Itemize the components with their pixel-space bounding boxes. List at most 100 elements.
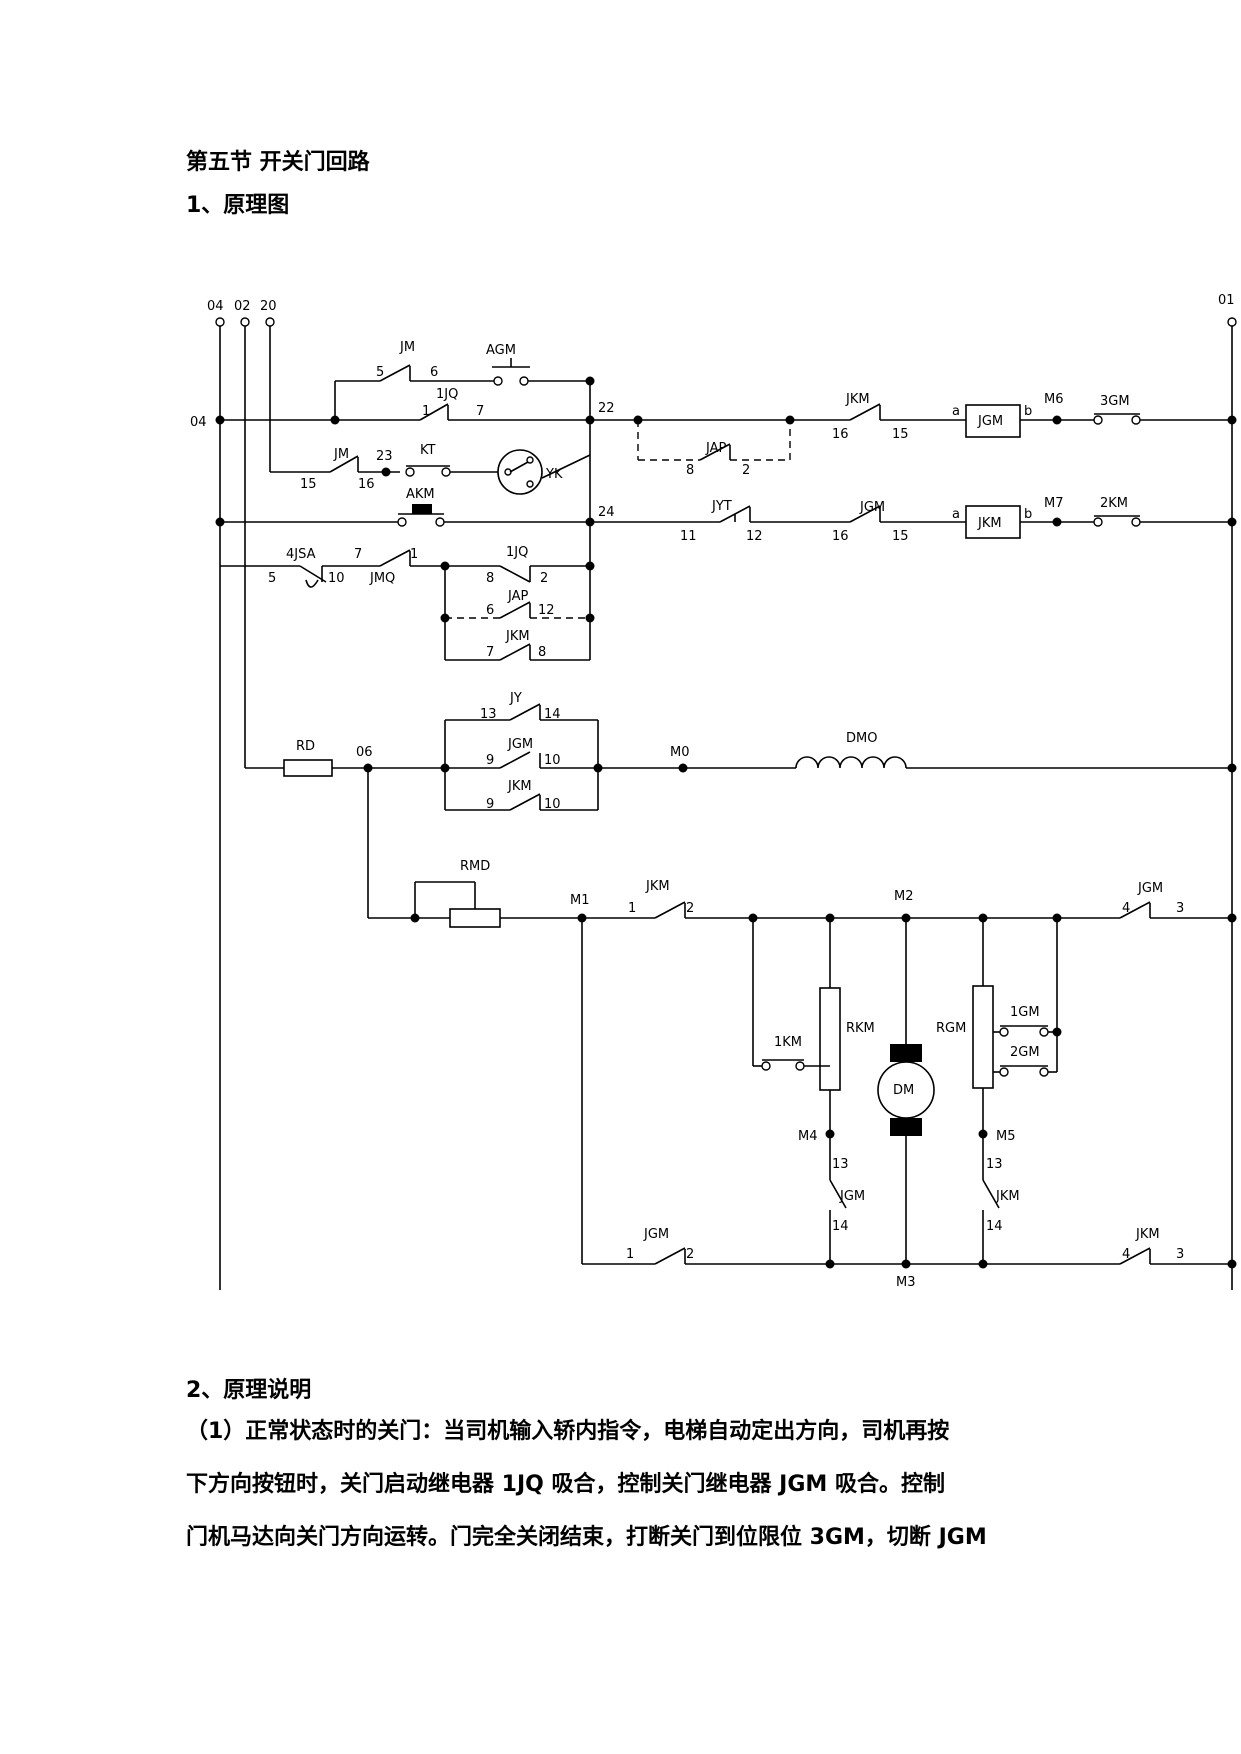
pin-label: 5 bbox=[376, 365, 384, 380]
pin-label: 12 bbox=[746, 529, 763, 544]
paragraph-line: （1）正常状态时的关门：当司机输入轿内指令，电梯自动定出方向，司机再按 bbox=[186, 1419, 950, 1444]
node-label: M5 bbox=[996, 1129, 1016, 1144]
pin-label: a bbox=[952, 507, 960, 522]
selector-switch-icon bbox=[497, 449, 543, 495]
subtitle-schematic: 1、原理图 bbox=[186, 193, 290, 218]
node-label: M3 bbox=[896, 1275, 916, 1290]
resistor-label: RKM bbox=[846, 1021, 875, 1036]
pushbutton-icon bbox=[412, 504, 432, 514]
contact-label: JMQ bbox=[369, 571, 395, 586]
pin-label: 13 bbox=[832, 1157, 849, 1172]
contact-label: 1JQ bbox=[436, 387, 458, 402]
node-label: M4 bbox=[798, 1129, 818, 1144]
resistor-label: RGM bbox=[936, 1021, 966, 1036]
pin-label: 16 bbox=[832, 427, 849, 442]
terminal-01 bbox=[1227, 317, 1237, 327]
pin-label: a bbox=[952, 404, 960, 419]
node-label: 24 bbox=[598, 505, 615, 520]
node-label: M0 bbox=[670, 745, 690, 760]
node-label: 04 bbox=[190, 415, 207, 430]
node-label: 23 bbox=[376, 449, 393, 464]
contact-label: JAP bbox=[705, 441, 726, 456]
pin-label: 15 bbox=[892, 427, 909, 442]
pin-label: 15 bbox=[892, 529, 909, 544]
pin-label: 2 bbox=[540, 571, 548, 586]
terminal-02 bbox=[240, 317, 250, 327]
terminal-label: 04 bbox=[207, 299, 224, 314]
pin-label: 2 bbox=[742, 463, 750, 478]
contact-label: KT bbox=[420, 443, 436, 458]
node-label: M2 bbox=[894, 889, 914, 904]
pin-label: 7 bbox=[476, 404, 484, 419]
contact-label: JYT bbox=[711, 499, 732, 514]
contact-label: JKM bbox=[507, 779, 532, 794]
node-label: 06 bbox=[356, 745, 373, 760]
contact-label: JM bbox=[399, 340, 415, 355]
contact-label: JGM bbox=[859, 500, 885, 515]
paragraph-line: 下方向按钮时，关门启动继电器 1JQ 吸合，控制关门继电器 JGM 吸合。控制 bbox=[186, 1472, 945, 1497]
switch-label: YK bbox=[545, 467, 563, 482]
limit-switch-label: 3GM bbox=[1100, 394, 1130, 409]
button-label: AKM bbox=[406, 487, 435, 502]
pin-label: 16 bbox=[358, 477, 375, 492]
paragraph-line: 门机马达向关门方向运转。门完全关闭结束，打断关门到位限位 3GM，切断 JGM bbox=[186, 1525, 987, 1550]
pin-label: 5 bbox=[268, 571, 276, 586]
pin-label: 10 bbox=[544, 797, 561, 812]
node-label: M7 bbox=[1044, 496, 1064, 511]
contact-label: 2KM bbox=[1100, 496, 1128, 511]
pin-label: 8 bbox=[686, 463, 694, 478]
contact-label: 4JSA bbox=[286, 547, 316, 562]
pin-label: 16 bbox=[832, 529, 849, 544]
coil-label: DMO bbox=[846, 731, 877, 746]
limit-switch-label: 2GM bbox=[1010, 1045, 1040, 1060]
pin-label: 1 bbox=[628, 901, 636, 916]
contact-label: JKM bbox=[845, 392, 870, 407]
pin-label: 1 bbox=[422, 404, 430, 419]
pin-label: 2 bbox=[686, 1247, 694, 1262]
pin-label: 1 bbox=[410, 547, 418, 562]
pin-label: 13 bbox=[986, 1157, 1003, 1172]
pin-label: b bbox=[1024, 404, 1032, 419]
pin-label: 9 bbox=[486, 753, 494, 768]
pin-label: 10 bbox=[544, 753, 561, 768]
contact-label: JAP bbox=[507, 589, 528, 604]
coil-label: JKM bbox=[977, 516, 1002, 531]
pin-label: 14 bbox=[544, 707, 561, 722]
inductor-icon bbox=[795, 756, 907, 769]
node-label: 22 bbox=[598, 401, 615, 416]
pin-label: 2 bbox=[686, 901, 694, 916]
contact-label: JKM bbox=[505, 629, 530, 644]
pin-label: 7 bbox=[486, 645, 494, 660]
pin-label: 8 bbox=[538, 645, 546, 660]
section-title: 第五节 开关门回路 bbox=[186, 150, 370, 175]
explanation-paragraph: （1）正常状态时的关门：当司机输入轿内指令，电梯自动定出方向，司机再按 下方向按… bbox=[186, 1405, 1048, 1564]
contact-label: JKM bbox=[645, 879, 670, 894]
pin-label: 6 bbox=[430, 365, 438, 380]
contact-label: JGM bbox=[643, 1227, 669, 1242]
pin-label: 14 bbox=[986, 1219, 1003, 1234]
pin-label: 11 bbox=[680, 529, 697, 544]
coil-label: JGM bbox=[977, 414, 1003, 429]
pin-label: 15 bbox=[300, 477, 317, 492]
button-label: AGM bbox=[486, 343, 516, 358]
terminal-04 bbox=[215, 317, 225, 327]
pin-label: 6 bbox=[486, 603, 494, 618]
fuse-label: RD bbox=[296, 739, 315, 754]
pin-label: 12 bbox=[538, 603, 555, 618]
subtitle-explanation: 2、原理说明 bbox=[186, 1378, 312, 1403]
contact-label: JKM bbox=[995, 1189, 1020, 1204]
contact-label: 1KM bbox=[774, 1035, 802, 1050]
node-label: M6 bbox=[1044, 392, 1064, 407]
node-label: M1 bbox=[570, 893, 590, 908]
pin-label: 13 bbox=[480, 707, 497, 722]
pin-label: 1 bbox=[626, 1247, 634, 1262]
pin-label: b bbox=[1024, 507, 1032, 522]
contact-label: JM bbox=[333, 447, 349, 462]
pin-label: 4 bbox=[1122, 1247, 1130, 1262]
limit-switch-label: 1GM bbox=[1010, 1005, 1040, 1020]
contact-label: JGM bbox=[507, 737, 533, 752]
resistor-label: RMD bbox=[460, 859, 490, 874]
pin-label: 10 bbox=[328, 571, 345, 586]
pin-label: 14 bbox=[832, 1219, 849, 1234]
pin-label: 8 bbox=[486, 571, 494, 586]
